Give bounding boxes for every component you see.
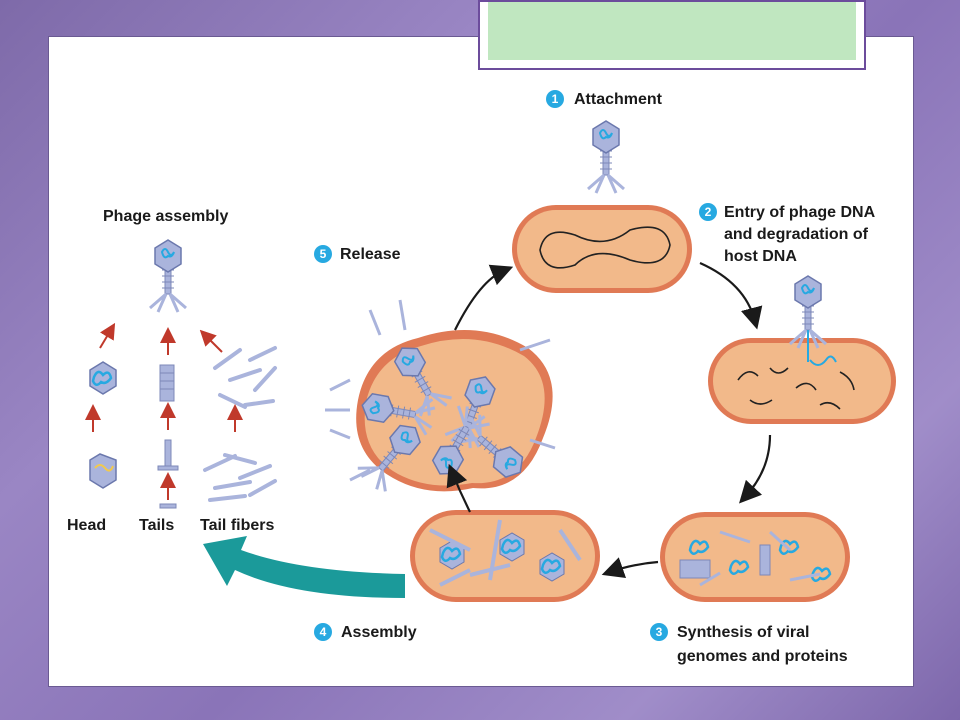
cell-release — [325, 299, 556, 496]
step-3-label: 3 Synthesis of viral genomes and protein… — [650, 623, 848, 665]
svg-text:genomes and proteins: genomes and proteins — [677, 648, 848, 665]
step-4-label: 4 Assembly — [314, 623, 417, 641]
svg-text:4: 4 — [320, 625, 327, 639]
phage-assembly-panel — [85, 238, 277, 509]
tail-core-icon — [164, 439, 172, 469]
tail-fibers-icon — [203, 346, 277, 502]
part-label-head: Head — [67, 517, 106, 534]
part-label-tail-fibers: Tail fibers — [200, 517, 274, 534]
svg-text:3: 3 — [656, 625, 663, 639]
phage-assembly-title: Phage assembly — [103, 208, 229, 225]
title-box-fill — [488, 2, 856, 60]
svg-text:Release: Release — [340, 246, 401, 263]
assembled-phage — [148, 238, 188, 314]
cell-entry — [708, 274, 896, 424]
svg-text:5: 5 — [320, 247, 327, 261]
teal-assembly-arrow — [203, 536, 405, 598]
step-5-label: 5 Release — [314, 245, 401, 263]
svg-text:1: 1 — [552, 92, 559, 106]
cell-assembly — [410, 510, 600, 602]
empty-head-icon — [89, 453, 117, 489]
phage-attaching — [586, 119, 626, 195]
step-1-label: 1 Attachment — [546, 90, 663, 108]
svg-text:2: 2 — [705, 205, 712, 219]
svg-text:Attachment: Attachment — [574, 91, 663, 108]
red-arrow — [99, 322, 116, 349]
part-label-tails: Tails — [139, 517, 174, 534]
svg-text:Synthesis of viral: Synthesis of viral — [677, 624, 810, 641]
svg-text:and degradation of: and degradation of — [724, 226, 869, 243]
cycle-arrows — [446, 261, 772, 579]
step-2-label: 2 Entry of phage DNA and degradation of … — [699, 203, 876, 265]
cell-synthesis — [660, 512, 850, 602]
svg-text:host DNA: host DNA — [724, 248, 797, 265]
cell-attachment — [512, 119, 692, 293]
red-arrow — [199, 329, 223, 353]
title-box — [478, 0, 866, 70]
base-plate-icon — [159, 503, 177, 509]
svg-text:Assembly: Assembly — [341, 624, 417, 641]
tail-sheath-icon — [159, 364, 175, 402]
svg-text:Entry of phage DNA: Entry of phage DNA — [724, 204, 876, 221]
